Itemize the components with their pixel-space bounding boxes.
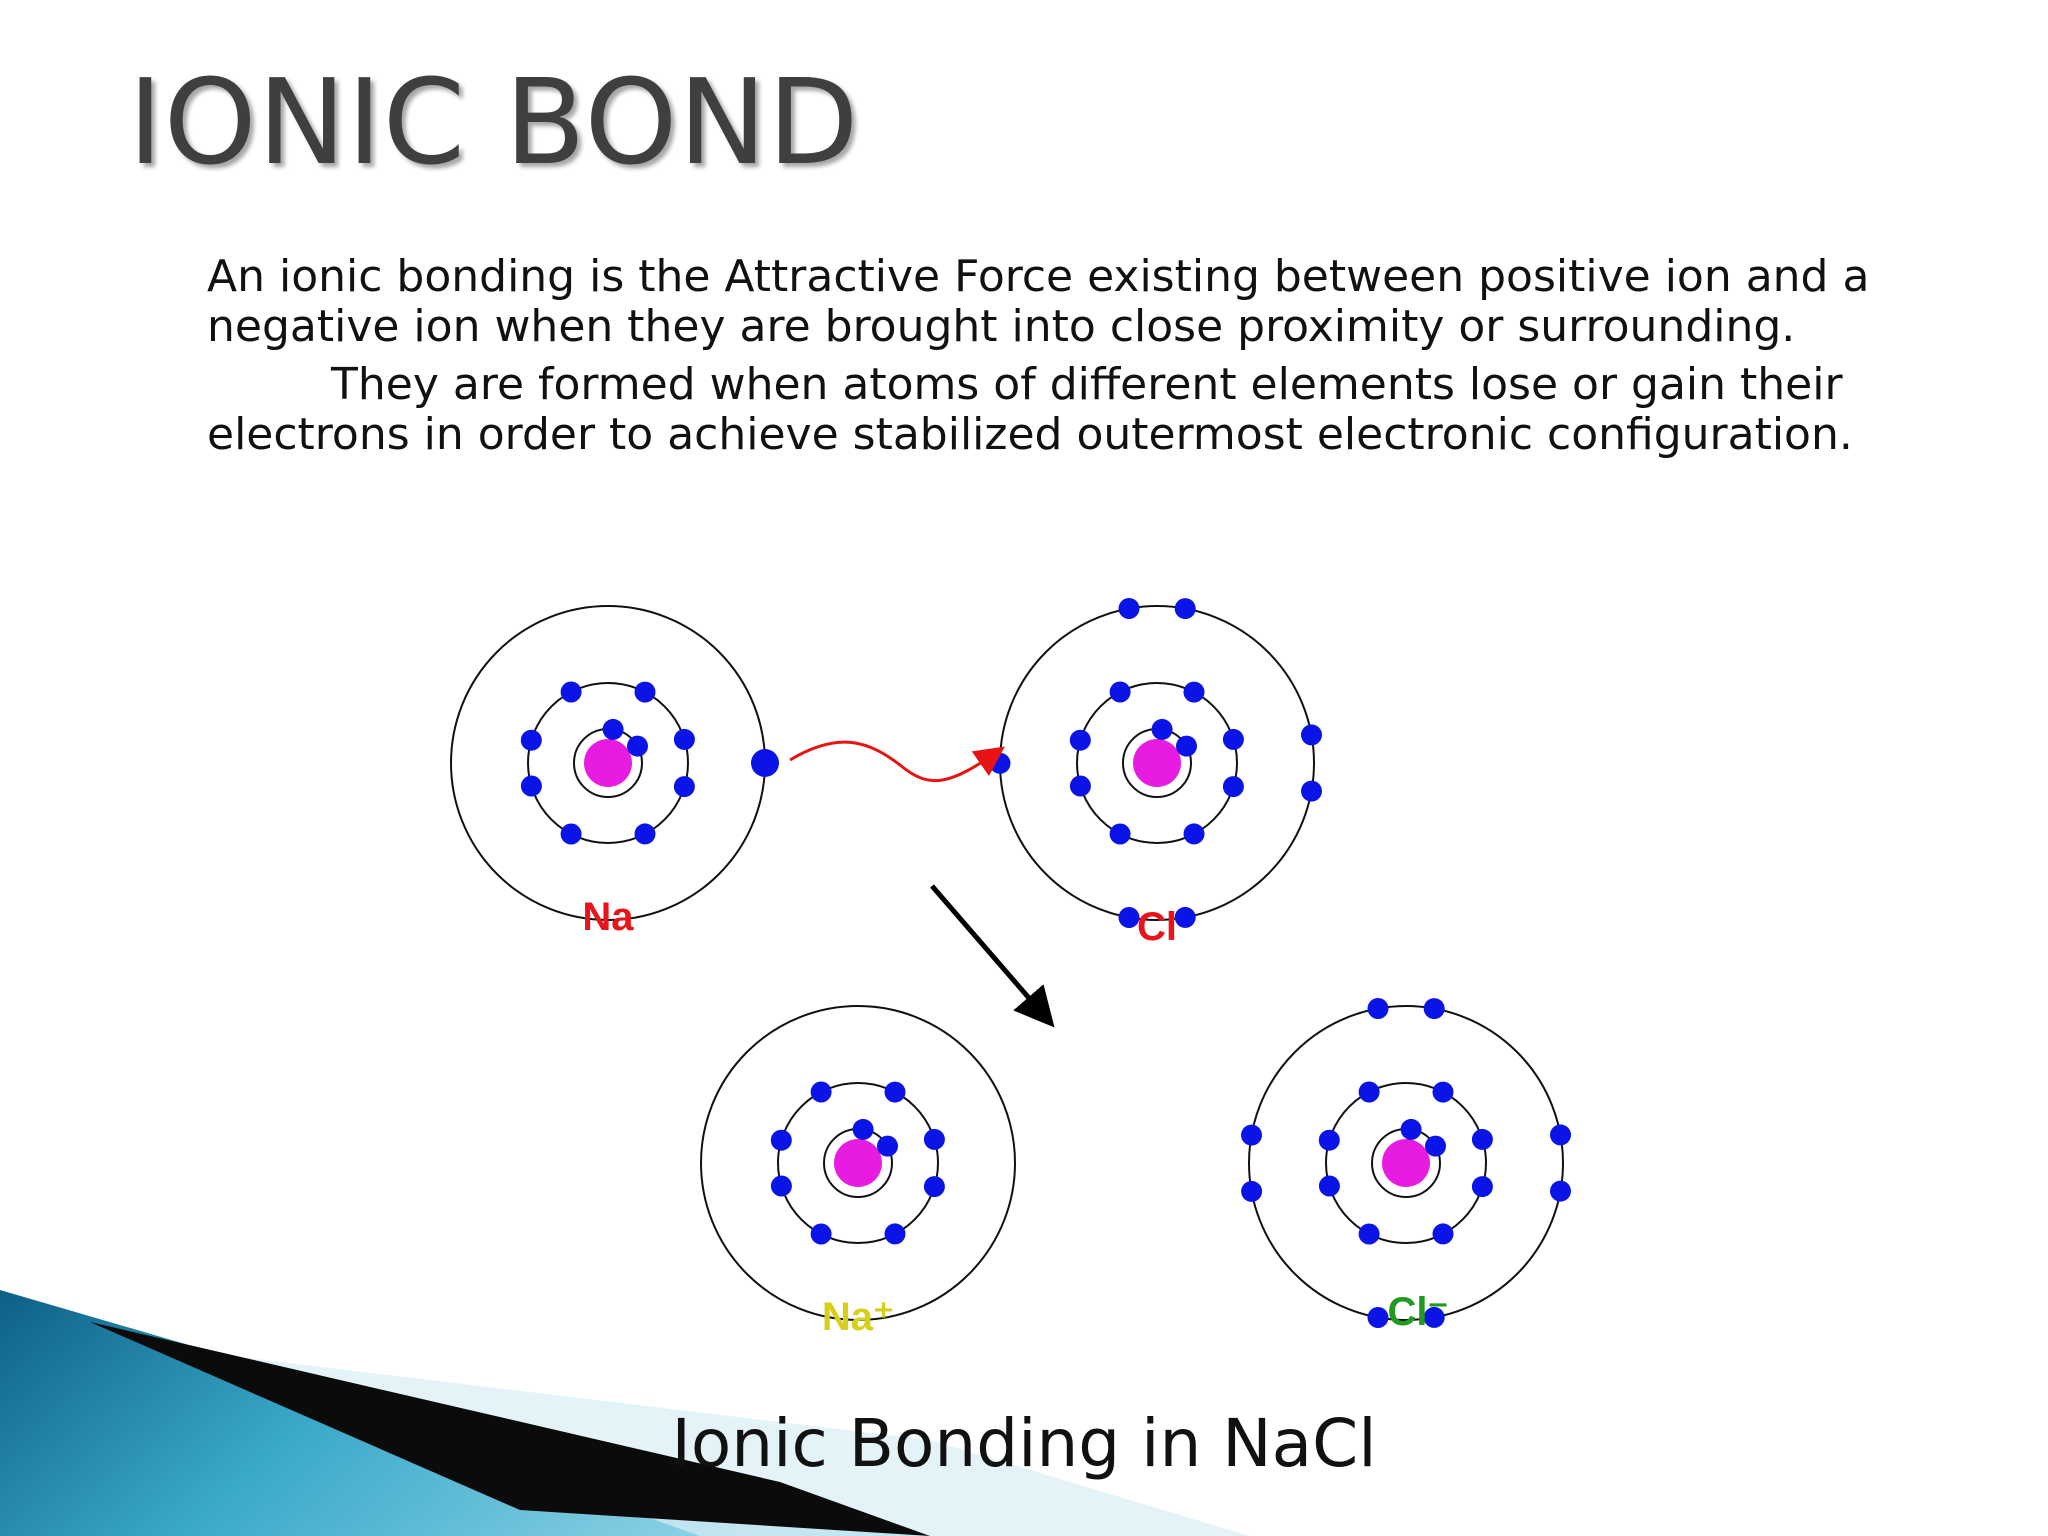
electron-shell-2 [1325,1082,1487,1244]
electron [1069,729,1091,751]
electron [673,728,695,750]
swoosh-black-band [90,1322,930,1536]
electron-shell-3 [700,1005,1016,1321]
electron [1367,998,1389,1019]
ion-label-cl-minus: Cl⁻ [1387,1290,1448,1334]
electron [1151,718,1173,740]
ion-cl-minus [1241,998,1571,1328]
electron [877,1135,898,1157]
electron [1471,1176,1493,1198]
electron [1423,1306,1445,1328]
electron [634,681,656,703]
electron [1550,1180,1571,1202]
electron [1400,1118,1422,1140]
paragraph-formation: They are formed when atoms of different … [207,359,1853,460]
electron [673,776,695,798]
electron [1222,728,1244,750]
electron [852,1118,874,1140]
ion-na-plus [700,1005,1016,1321]
electron [634,823,656,845]
nucleus [584,739,632,787]
electron [1183,681,1205,703]
electron [923,1176,945,1198]
electron [520,775,542,797]
electron [884,1223,906,1245]
electron [751,749,779,777]
electron [1069,775,1091,797]
electron [810,1081,832,1103]
electron [1432,1223,1454,1245]
electron-shell-2 [777,1082,939,1244]
nucleus [1382,1139,1430,1187]
electron [1358,1223,1380,1245]
atom-label-na: Na [582,895,634,939]
electron [1301,724,1322,746]
electron [1241,1124,1262,1146]
nucleus [1133,739,1181,787]
electron [1241,1180,1263,1202]
electron [1367,1307,1389,1328]
electron-transfer-arrow [789,740,1005,782]
electron [1174,906,1196,928]
electron [1471,1128,1493,1150]
atom-na [450,605,779,921]
electron [1222,776,1244,798]
electron [1425,1135,1446,1157]
electron [1358,1081,1380,1103]
electron [1174,598,1196,620]
paragraph-definition: An ionic bonding is the Attractive Force… [207,251,1870,352]
electron [1109,681,1131,703]
electron [770,1175,792,1197]
electron [1118,598,1140,619]
swoosh-light-band [180,1350,1250,1536]
electron [1423,998,1445,1020]
electron [1301,780,1322,802]
electron [520,729,542,751]
atom-label-cl: Cl [1137,905,1177,949]
electron [1183,823,1205,845]
electron [884,1081,906,1103]
electron [560,823,582,845]
electron [1432,1081,1454,1103]
electron [560,681,582,703]
electron [1318,1175,1340,1197]
electron [602,718,624,740]
electron [1176,735,1197,757]
electron [1318,1129,1340,1151]
swoosh-teal-band [0,1290,920,1536]
electron-shell-3 [1248,1005,1564,1321]
electron [627,735,648,757]
electron [1109,823,1131,845]
electron-shell-2 [1076,682,1238,844]
diagram-caption: Ionic Bonding in NaCl [671,1405,1377,1482]
electron [1550,1124,1571,1146]
ion-label-na-plus: Na⁺ [822,1295,894,1339]
atom-cl [989,598,1322,928]
nucleus [834,1139,882,1187]
electron [770,1129,792,1151]
electron [923,1128,945,1150]
body-text: An ionic bonding is the Attractive Force… [207,252,1907,468]
electron [810,1223,832,1245]
electron-shell-2 [527,682,689,844]
slide-title: IONIC BOND [128,53,860,191]
electron [1118,907,1140,928]
reaction-arrow [930,884,1055,1028]
